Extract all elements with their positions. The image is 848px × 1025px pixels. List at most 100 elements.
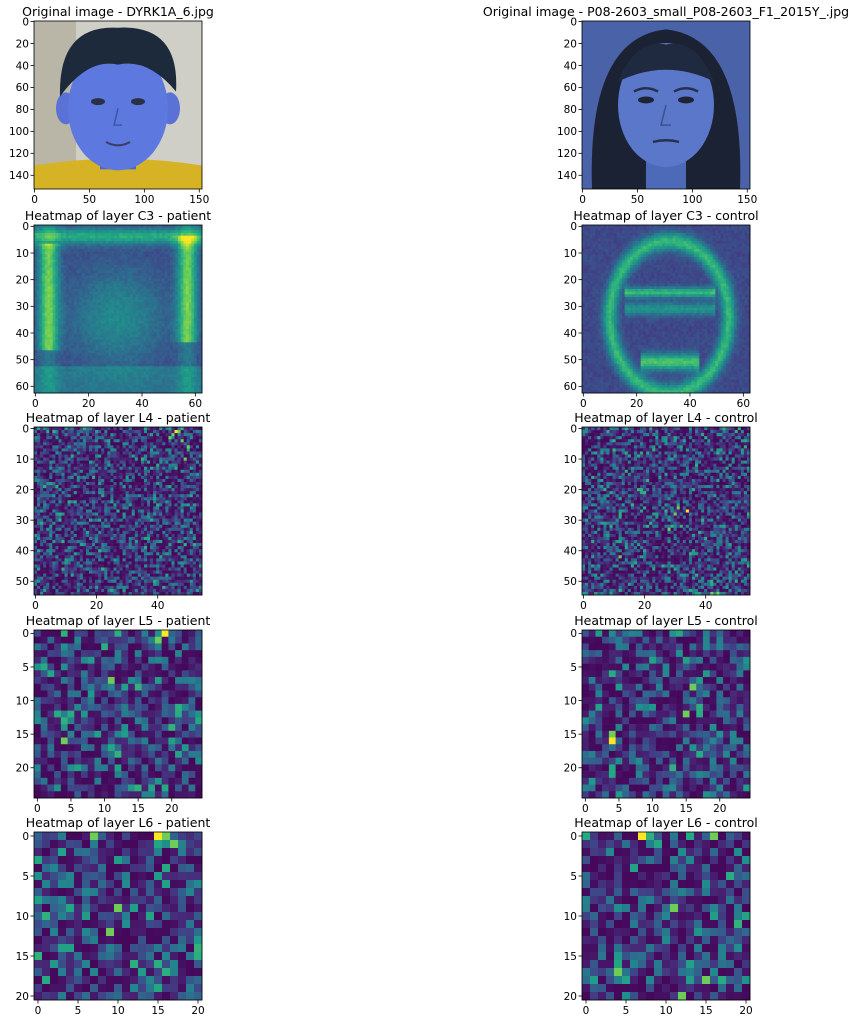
heatmap-cell [58, 276, 61, 279]
heatmap-cell [194, 254, 197, 257]
heatmap-cell [154, 270, 157, 273]
heatmap-cell [77, 308, 80, 311]
heatmap-cell [53, 286, 56, 289]
heatmap-cell [729, 254, 732, 257]
heatmap-cell [721, 254, 724, 257]
heatmap-cell [149, 246, 152, 249]
heatmap-cell [183, 292, 186, 295]
heatmap-cell [582, 265, 585, 268]
heatmap-cell [170, 316, 173, 319]
heatmap-cell [718, 238, 721, 241]
heatmap-cell [625, 252, 628, 255]
heatmap-cell [713, 257, 716, 260]
heatmap-cell [90, 252, 93, 255]
heatmap-cell [79, 374, 82, 377]
x-tick-label: 0 [31, 194, 38, 206]
heatmap-cell [114, 305, 117, 308]
heatmap-cell [111, 348, 114, 351]
heatmap-cell [178, 334, 181, 337]
heatmap-cell [79, 377, 82, 380]
heatmap-cell [585, 236, 588, 239]
heatmap-cell [95, 329, 98, 332]
heatmap-cell [53, 358, 56, 361]
heatmap-cell [53, 270, 56, 273]
heatmap-cell [87, 260, 90, 263]
heatmap-cell [143, 318, 146, 321]
heatmap-cell [609, 254, 612, 257]
heatmap-cell [77, 326, 80, 329]
heatmap-cell [681, 236, 684, 239]
heatmap-cell [85, 369, 88, 372]
heatmap-cell [678, 252, 681, 255]
heatmap-cell [146, 265, 149, 268]
heatmap-cell [93, 353, 96, 356]
heatmap-cell [61, 337, 64, 340]
heatmap-cell [138, 276, 141, 279]
heatmap-cell [106, 372, 109, 375]
heatmap-cell [34, 268, 37, 271]
heatmap-cell [151, 308, 154, 311]
heatmap-cell [721, 244, 724, 247]
heatmap-cell [670, 238, 673, 241]
heatmap-cell [614, 246, 617, 249]
heatmap-cell [622, 225, 625, 228]
heatmap-cell [50, 316, 53, 319]
heatmap-cell [194, 262, 197, 265]
heatmap-cell [87, 297, 90, 300]
heatmap-cell [157, 289, 160, 292]
heatmap-cell [79, 353, 82, 356]
heatmap-cell [42, 316, 45, 319]
heatmap-cell [98, 382, 101, 385]
heatmap-cell [162, 249, 165, 252]
heatmap-cell [159, 228, 162, 231]
heatmap-cell [74, 233, 77, 236]
heatmap-cell [55, 270, 58, 273]
heatmap-cell [670, 246, 673, 249]
heatmap-cell [175, 305, 178, 308]
heatmap-cell [122, 273, 125, 276]
heatmap-cell [189, 313, 192, 316]
heatmap-cell [189, 270, 192, 273]
heatmap-cell [729, 262, 732, 265]
heatmap-cell [723, 252, 726, 255]
heatmap-cell [98, 230, 101, 233]
heatmap-cell [95, 294, 98, 297]
heatmap-cell [186, 332, 189, 335]
heatmap-cell [713, 252, 716, 255]
heatmap-cell [34, 244, 37, 247]
heatmap-cell [705, 233, 708, 236]
heatmap-cell [197, 377, 200, 380]
heatmap-cell [194, 273, 197, 276]
heatmap-cell [194, 270, 197, 273]
heatmap-cell [90, 249, 93, 252]
heatmap-cell [165, 241, 168, 244]
heatmap-cell [77, 246, 80, 249]
heatmap-cell [114, 244, 117, 247]
heatmap-cell [734, 228, 737, 231]
heatmap-cell [130, 364, 133, 367]
heatmap-cell [135, 321, 138, 324]
heatmap-cell [61, 361, 64, 364]
heatmap-cell [63, 350, 66, 353]
heatmap-cell [130, 230, 133, 233]
heatmap-cell [114, 310, 117, 313]
heatmap-cell [173, 342, 176, 345]
heatmap-cell [667, 225, 670, 228]
heatmap-cell [87, 366, 90, 369]
heatmap-cell [127, 388, 130, 391]
heatmap-cell [125, 334, 128, 337]
heatmap-cell [69, 353, 72, 356]
heatmap-cell [138, 246, 141, 249]
heatmap-cell [39, 316, 42, 319]
heatmap-cell [58, 254, 61, 257]
heatmap-cell [603, 252, 606, 255]
heatmap-cell [125, 316, 128, 319]
heatmap-cell [186, 385, 189, 388]
heatmap-cell [55, 284, 58, 287]
heatmap-cell [191, 361, 194, 364]
heatmap-cell [151, 382, 154, 385]
heatmap-cell [178, 244, 181, 247]
heatmap-cell [111, 332, 114, 335]
heatmap-cell [117, 238, 120, 241]
heatmap-cell [122, 388, 125, 391]
